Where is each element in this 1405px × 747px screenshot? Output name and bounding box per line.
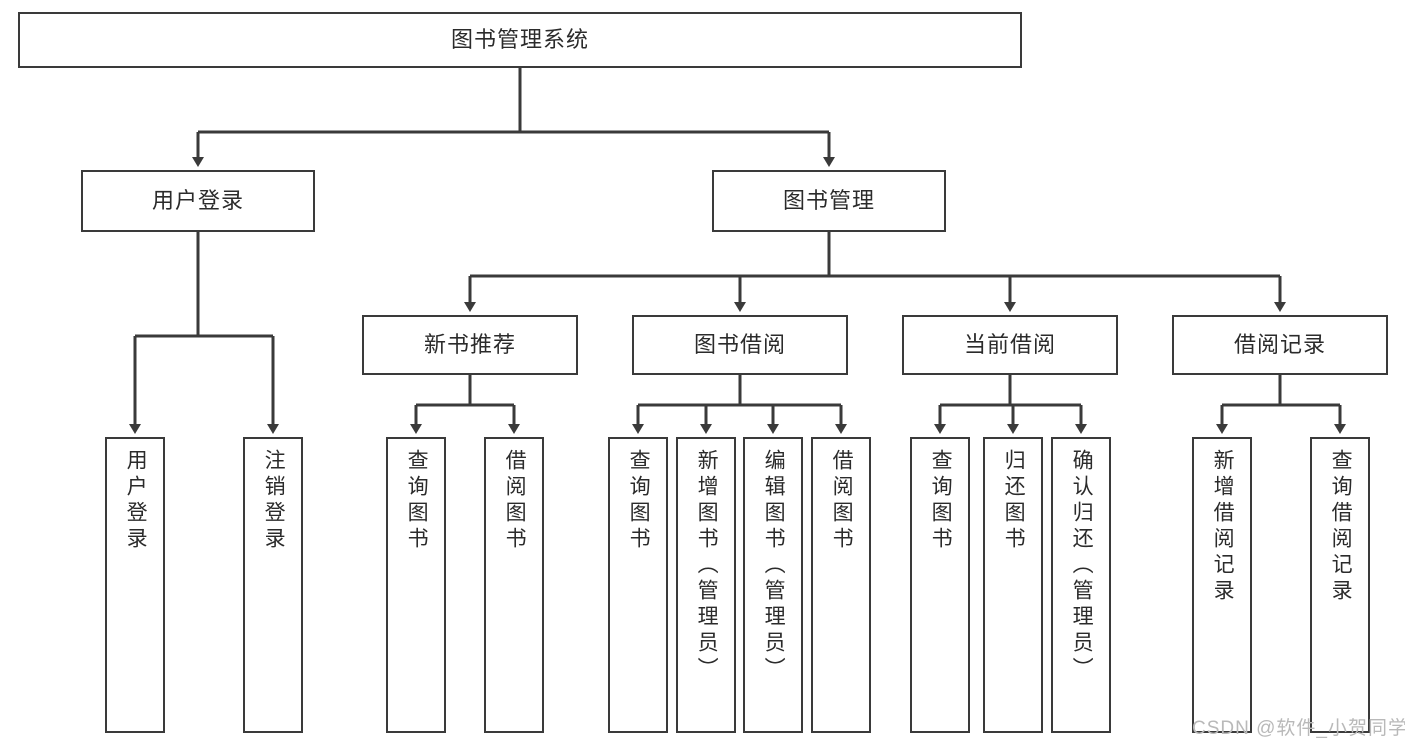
node-leaf-logout[interactable]: 注销登录 xyxy=(243,437,303,733)
node-leaf-borrow-2[interactable]: 借阅图书 xyxy=(811,437,871,733)
node-label-user-login: 用户登录 xyxy=(151,188,244,214)
node-label-book-borrow: 图书借阅 xyxy=(693,332,786,358)
node-label-leaf-confirm: 确认归还（管理员） xyxy=(1070,449,1094,683)
node-borrow-record[interactable]: 借阅记录 xyxy=(1172,315,1388,375)
node-label-current-borrow: 当前借阅 xyxy=(963,332,1056,358)
node-leaf-return[interactable]: 归还图书 xyxy=(983,437,1043,733)
node-user-login[interactable]: 用户登录 xyxy=(81,170,315,232)
node-leaf-query-1[interactable]: 查询图书 xyxy=(386,437,446,733)
node-leaf-add-book[interactable]: 新增图书（管理员） xyxy=(676,437,736,733)
node-label-book-manage: 图书管理 xyxy=(782,188,875,214)
node-leaf-borrow-1[interactable]: 借阅图书 xyxy=(484,437,544,733)
node-leaf-confirm[interactable]: 确认归还（管理员） xyxy=(1051,437,1111,733)
node-leaf-add-rec[interactable]: 新增借阅记录 xyxy=(1192,437,1252,733)
node-label-leaf-borrow-1: 借阅图书 xyxy=(503,449,527,553)
node-book-manage[interactable]: 图书管理 xyxy=(712,170,946,232)
node-leaf-edit-book[interactable]: 编辑图书（管理员） xyxy=(743,437,803,733)
node-label-leaf-query-rec: 查询借阅记录 xyxy=(1329,449,1353,605)
node-label-leaf-borrow-2: 借阅图书 xyxy=(830,449,854,553)
node-leaf-query-rec[interactable]: 查询借阅记录 xyxy=(1310,437,1370,733)
node-root[interactable]: 图书管理系统 xyxy=(18,12,1022,68)
node-new-book-rec[interactable]: 新书推荐 xyxy=(362,315,578,375)
node-label-leaf-logout: 注销登录 xyxy=(262,449,286,553)
node-current-borrow[interactable]: 当前借阅 xyxy=(902,315,1118,375)
node-book-borrow[interactable]: 图书借阅 xyxy=(632,315,848,375)
node-label-leaf-add-rec: 新增借阅记录 xyxy=(1211,449,1235,605)
node-label-leaf-query-1: 查询图书 xyxy=(405,449,429,553)
node-label-leaf-query-2: 查询图书 xyxy=(627,449,651,553)
node-label-borrow-record: 借阅记录 xyxy=(1233,332,1326,358)
node-label-leaf-add-book: 新增图书（管理员） xyxy=(695,449,719,683)
node-label-root: 图书管理系统 xyxy=(450,27,589,53)
node-leaf-user-login[interactable]: 用户登录 xyxy=(105,437,165,733)
node-label-new-book-rec: 新书推荐 xyxy=(423,332,516,358)
node-leaf-query-2[interactable]: 查询图书 xyxy=(608,437,668,733)
node-leaf-query-3[interactable]: 查询图书 xyxy=(910,437,970,733)
node-label-leaf-return: 归还图书 xyxy=(1002,449,1026,553)
node-label-leaf-edit-book: 编辑图书（管理员） xyxy=(762,449,786,683)
node-label-leaf-user-login: 用户登录 xyxy=(124,449,148,553)
node-label-leaf-query-3: 查询图书 xyxy=(929,449,953,553)
